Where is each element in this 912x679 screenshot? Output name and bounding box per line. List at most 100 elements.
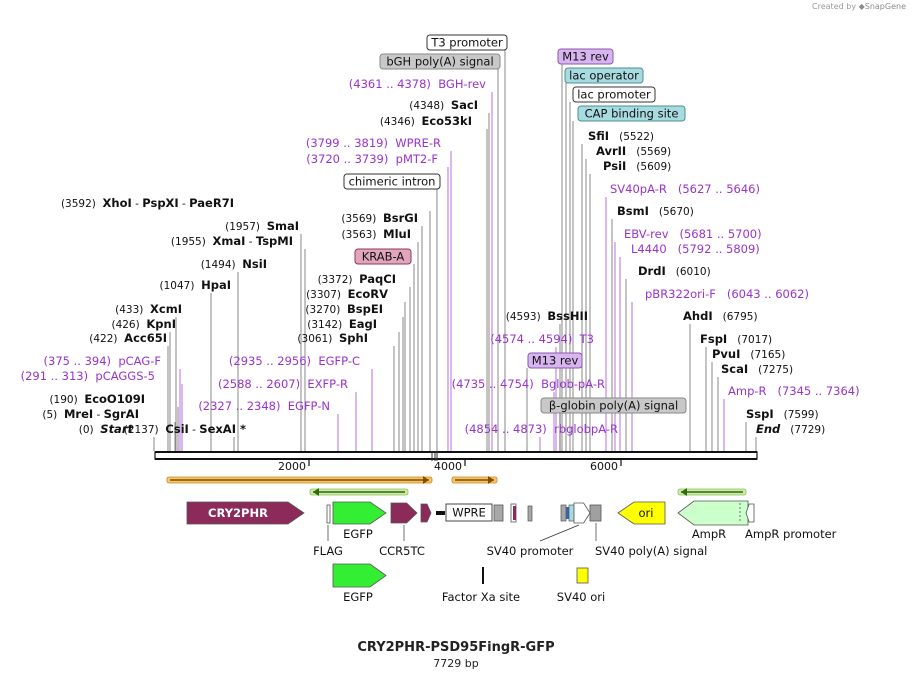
feature-arrow-ampr-promoter <box>745 503 755 523</box>
feature-arrow-cry2phr <box>186 501 305 525</box>
enzyme-label: (1957) SmaI <box>225 219 299 233</box>
site-position: (190) <box>49 394 84 406</box>
site-position: (2137) <box>124 424 166 436</box>
site-position: (5670) <box>649 206 694 218</box>
feature-label-box <box>527 352 583 369</box>
site-name: T3 <box>579 332 594 346</box>
feature-label-text: chimeric intron <box>349 175 436 189</box>
site-position: (1955) <box>171 236 213 248</box>
site-position: (1957) <box>225 221 267 233</box>
enzyme-label: (433) XcmI <box>115 302 182 316</box>
feature-label: SV40 promoter <box>487 544 574 558</box>
feature-small-bar <box>436 511 445 515</box>
site-name: MluI <box>383 227 411 241</box>
enzyme-label: (4348) SacI <box>409 98 478 112</box>
site-separator: - <box>132 198 142 210</box>
site-name: SacI <box>451 98 478 112</box>
site-position: (375 .. 394) <box>44 354 119 368</box>
enzyme-label: (3270) BspEI <box>305 302 383 316</box>
enzyme-label: (2137) CsiI - SexAI * <box>124 422 246 436</box>
site-name: pCAGGS-5 <box>95 369 155 383</box>
site-name: pBR322ori-F <box>645 287 716 301</box>
primer-label: (2588 .. 2607) EXFP-R <box>218 377 348 391</box>
feature-label: EGFP <box>343 527 373 541</box>
enzyme-label: PsiI (5609) <box>603 159 671 173</box>
site-position: (4593) <box>506 311 548 323</box>
site-name: SgrAI <box>104 407 139 421</box>
site-name: ScaI <box>721 362 748 376</box>
enzyme-label: (1047) HpaI <box>160 278 232 292</box>
enzyme-label: (3372) PaqCI <box>318 272 396 286</box>
feature-box-label: WPRE <box>452 506 486 520</box>
feature-label-box <box>379 53 501 70</box>
orf-egfp-reverse-arrow-head <box>313 488 319 496</box>
site-position: (5522) <box>609 131 654 143</box>
feature-label: Factor Xa site <box>442 590 520 604</box>
feature-label: CCR5TC <box>379 544 425 558</box>
feature-label-box <box>577 105 686 122</box>
feature-arrow-egfp-2 <box>332 563 387 588</box>
enzyme-label: (4346) Eco53kI <box>380 114 472 128</box>
enzyme-label: (3569) BsrGI <box>341 211 418 225</box>
site-position: (7345 .. 7364) <box>767 384 860 398</box>
enzyme-label: DrdI (6010) <box>638 264 711 278</box>
site-name: MreI <box>64 407 93 421</box>
site-name: SphI <box>339 331 368 345</box>
site-position: (5792 .. 5809) <box>667 242 760 256</box>
primer-label: (2935 .. 2956) EGFP-C <box>229 354 360 368</box>
enzyme-label: (3307) EcoRV <box>306 287 388 301</box>
feature-label-box <box>557 48 614 65</box>
primer-label: (4854 .. 4873) rbglobpA-R <box>465 422 618 436</box>
site-position: (7599) <box>774 409 819 421</box>
primer-label: (375 .. 394) pCAG-F <box>44 354 161 368</box>
enzyme-label: (3563) MluI <box>342 227 411 241</box>
site-position: (433) <box>115 304 150 316</box>
feature-box-small-fill <box>513 506 516 520</box>
enzyme-label: FspI (7017) <box>700 332 772 346</box>
credit-prefix: Created by <box>812 2 857 11</box>
site-position: (4574 .. 4594) <box>490 332 579 346</box>
site-position: (7017) <box>727 334 772 346</box>
site-name: AhdI <box>683 309 713 323</box>
orf-amp-reverse-arrow-head <box>681 488 687 496</box>
feature-box-teal <box>568 504 575 522</box>
site-name: XcmI <box>150 302 182 316</box>
enzyme-label: SfiI (5522) <box>588 129 654 143</box>
feature-arrow-label: CRY2PHR <box>208 506 268 520</box>
site-position: (4348) <box>409 100 451 112</box>
enzyme-label: BsmI (5670) <box>617 204 694 218</box>
site-name: Start <box>100 422 133 436</box>
site-position: (3799 .. 3819) <box>306 136 395 150</box>
site-position: (7729) <box>780 424 825 436</box>
site-name: EcoO109I <box>84 392 145 406</box>
site-name: Eco53kI <box>421 114 472 128</box>
feature-box-sv40-polya <box>589 504 602 522</box>
site-name: Acc65I <box>124 331 167 345</box>
feature-arrow-label: ori <box>639 506 654 520</box>
site-name: PaeR7I <box>189 196 234 210</box>
site-position: (3720 .. 3739) <box>306 152 395 166</box>
site-position: (5681 .. 5700) <box>669 227 762 241</box>
site-separator: - <box>189 424 199 436</box>
site-name: PaqCI <box>359 272 396 286</box>
feature-arrow-sv40-promoter <box>573 502 591 524</box>
feature-flag <box>326 504 331 524</box>
feature-label: SV40 ori <box>557 590 605 604</box>
site-name: WPRE-R <box>395 136 441 150</box>
feature-box-gray <box>493 504 504 522</box>
credit-brand: SnapGene <box>864 2 906 11</box>
site-position: (5627 .. 5646) <box>667 182 760 196</box>
feature-box-gray <box>560 504 567 522</box>
site-name: CsiI <box>165 422 189 436</box>
feature-arrow-ampr <box>677 500 749 526</box>
site-name: NsiI <box>242 257 267 271</box>
enzyme-label: (3592) XhoI - PspXI - PaeR7I <box>61 196 234 210</box>
site-name: SfiI <box>588 129 609 143</box>
site-name: EGFP-N <box>288 399 330 413</box>
feature-label: EGFP <box>343 590 373 604</box>
site-position: (5) <box>42 409 64 421</box>
site-name: SV40pA-R <box>610 182 667 196</box>
enzyme-label: (190) EcoO109I <box>49 392 145 406</box>
